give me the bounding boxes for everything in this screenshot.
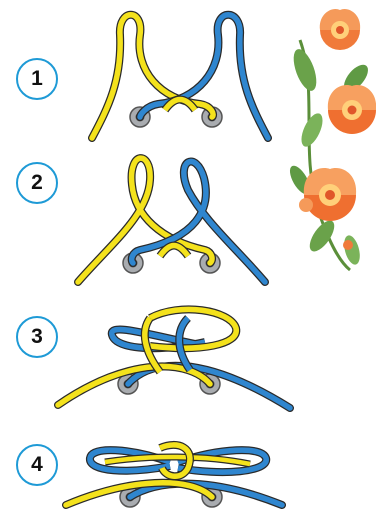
- step-1-illustration: [92, 15, 268, 138]
- step-2-illustration: [78, 158, 265, 282]
- step-3-illustration: [58, 309, 290, 408]
- step-4-illustration: [66, 445, 282, 507]
- flower-ornament-icon: [286, 9, 376, 270]
